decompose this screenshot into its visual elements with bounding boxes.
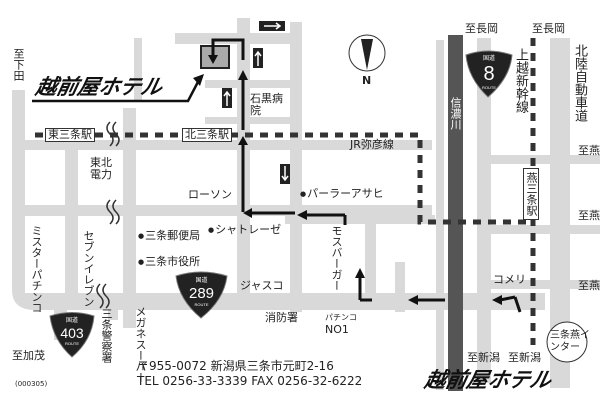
map-code: (000305) (15, 380, 48, 388)
landmark-fire-station: 消防署 (265, 311, 298, 324)
shinano-river (448, 35, 463, 391)
river-label: 信濃川 (449, 97, 462, 130)
landmark-police: 三条警察署 (100, 308, 113, 363)
landmark-chateraise: シャトレーゼ (208, 224, 281, 236)
route-289-kokudo: 国道 (195, 278, 208, 284)
direction-tsubame-3: 至燕 (578, 279, 600, 292)
route-403-route: ROUTE (65, 341, 79, 346)
route-289-shield-icon (175, 271, 228, 319)
interchange-circle (546, 321, 588, 363)
route-8-number: 8 (483, 63, 495, 85)
route-403-shield-icon (49, 312, 95, 358)
one-way-signs (222, 21, 290, 184)
route-8-shield-icon (465, 50, 513, 98)
direction-tsubame-1: 至燕 (578, 144, 600, 157)
break-marks (96, 121, 120, 309)
station-kita-sanjo: 北三条駅 (182, 128, 232, 142)
direction-nagaoka-2: 至長岡 (532, 22, 565, 35)
route-arrows (32, 38, 522, 313)
landmark-pachinko-no1-a: パチンコ (325, 313, 357, 322)
route-8-kokudo: 国道 (482, 56, 495, 62)
landmark-jusco: ジャスコ (240, 279, 284, 292)
route-289-number: 289 (188, 285, 215, 302)
station-tsubame-sanjo: 燕三条駅 (523, 168, 539, 220)
route-289-route: ROUTE (194, 302, 209, 307)
arrowheads (193, 55, 502, 305)
compass-north: N (362, 74, 372, 87)
landmark-city-hall: 三条市役所 (138, 256, 200, 268)
hotel-logo-bottom: 越前屋ホテル (422, 368, 554, 392)
direction-tsubame-2: 至燕 (578, 209, 600, 222)
compass-icon (348, 34, 386, 72)
landmark-komeri: コメリ (493, 273, 526, 286)
landmark-interchange: 三条燕インター (550, 330, 590, 353)
hotel-logo-top: 越前屋ホテル (33, 75, 165, 99)
direction-shimoda: 至下田 (12, 48, 25, 81)
landmark-megane-super: メガネスーパー (134, 306, 147, 383)
direction-niigata-2: 至新潟 (508, 351, 541, 364)
railway-jr-yahiko: JR弥彦線 (350, 138, 394, 151)
route-8-route: ROUTE (482, 85, 496, 90)
direction-kamo: 至加茂 (12, 349, 45, 362)
landmark-tohoku-electric: 東北電力 (90, 156, 112, 181)
station-higashi-sanjo: 東三条駅 (45, 128, 95, 142)
landmark-mister-pachinko: ミスターパチンコ (30, 225, 43, 313)
route-403-kokudo: 国道 (65, 318, 78, 324)
landmark-lawson: ローソン (188, 188, 232, 201)
roads (12, 18, 600, 390)
route-403-number: 403 (60, 325, 84, 341)
landmark-parlor-asahi: パーラーアサヒ (300, 188, 384, 200)
landmark-mos-burger: モスバーガー (330, 225, 343, 291)
direction-niigata-1: 至新潟 (467, 351, 500, 364)
railway-joetsu-shinkansen: 上越新幹線 (513, 48, 528, 113)
address: 〒955-0072 新潟県三条市元町2-16 (137, 359, 334, 373)
landmark-post-office: 三条郵便局 (138, 230, 200, 242)
direction-nagaoka-1: 至長岡 (465, 22, 498, 35)
highway-label: 北陸自動車道 (572, 44, 587, 122)
landmark-ishiguro-hospital: 石黒病院 (250, 92, 283, 117)
landmark-pachinko-no1-b: NO1 (325, 323, 349, 336)
phone-fax: TEL 0256-33-3339 FAX 0256-32-6222 (137, 374, 363, 388)
landmark-seven-eleven: セブンイレブン (82, 230, 95, 307)
